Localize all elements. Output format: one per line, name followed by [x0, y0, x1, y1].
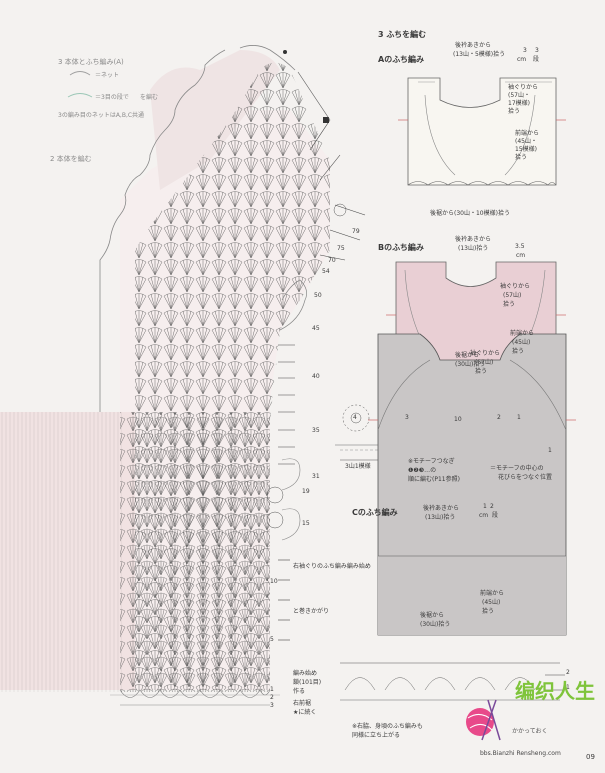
legend-three-stitch: ＝3目の段で [95, 94, 129, 101]
body-section-title: 2 本体を編む [50, 155, 92, 163]
legend-net-common: 3の編み目のネットはA,B,C共通 [58, 112, 145, 119]
panel-c-front-1: 前端から [480, 590, 505, 597]
panel-c-front-2: (45山) [482, 599, 501, 606]
panel-c-size-unit: cm [479, 512, 489, 519]
edge-section-title: 3 ふちを編む [378, 30, 427, 39]
row-number: 79 [352, 228, 360, 235]
start-note-2: 鎖(101目) [293, 679, 322, 686]
motif-number: 1 [517, 414, 521, 421]
panel-a-front-2: (45山・ [515, 138, 537, 145]
legend-three-stitch-b: を編む [140, 94, 159, 101]
legend-net: ＝ネット [95, 72, 120, 79]
yarn-ball-icon [466, 699, 501, 741]
panel-c-size-2: 2 [490, 503, 494, 510]
panel-b-armhole-3: 拾う [503, 301, 516, 308]
panel-c-bottom-2: (30山)拾う [420, 621, 451, 628]
row-number: 1 [270, 686, 274, 693]
motif-number: 2 [497, 414, 501, 421]
row-number: 5 [270, 636, 274, 643]
motif-number: 4 [353, 414, 357, 421]
panel-a-top: 後衿あきから [455, 42, 492, 49]
panel-b-top: 後衿あきから [455, 236, 492, 243]
panel-b-label: Bのふち編み [378, 243, 424, 252]
panel-a-armhole-1: 袖ぐりから [508, 84, 539, 91]
panel-a-rows-count-unit: 段 [533, 56, 540, 63]
watermark-url: bbs.Bianzhi Rensheng.com [480, 750, 561, 757]
panel-c-note-1: ※右脇、身頃のふち編みも [352, 723, 423, 730]
front-hem-note-2: ★に続く [293, 709, 317, 716]
motif-number: 10 [454, 416, 462, 423]
armhole-start-note: 右袖ぐりのふち編み編み始め [293, 563, 371, 570]
row-number: 2 [270, 694, 274, 701]
panel-c-top-2: (13山)拾う [425, 514, 456, 521]
front-hem-note: 右前裾 [293, 700, 312, 707]
row-number: 75 [337, 245, 345, 252]
motif-note-1: ※モチーフつなぎ [408, 458, 455, 465]
panel-c-label: Cのふち編み [352, 508, 398, 517]
panel-b-size: 3.5 [515, 243, 525, 250]
motif-repeat-label: 3山1模様 [345, 463, 371, 470]
center-note-2: 花びらをつなぐ位置 [498, 474, 553, 481]
panel-b-size-unit: cm [516, 252, 526, 259]
start-note-3: 作る [293, 688, 306, 695]
row-number: 50 [314, 292, 322, 299]
start-note-1: 編み始め [293, 670, 318, 677]
left-notes-title: 3 本体とふち編み(A) [58, 58, 124, 66]
panel-a-bottom: 後裾から(30山・10模様)拾う [430, 210, 510, 217]
panel-a-rows-unit: cm [517, 56, 527, 63]
row-number: 40 [312, 373, 320, 380]
panel-c-armhole-3: 拾う [475, 368, 488, 375]
panel-c-size: 1 [483, 503, 487, 510]
panel-a-armhole-3: 17模様) [508, 100, 530, 107]
row-number: 10 [270, 578, 278, 585]
panel-b-front-1: 前端から [510, 330, 535, 337]
panel-b-armhole-2: (57山) [503, 292, 522, 299]
motif-note-2: ❶❷❸…の [408, 467, 437, 474]
panel-b-armhole-1: 袖ぐりから [500, 283, 531, 290]
motif-note-3: 順に編む(P11参照) [408, 476, 460, 483]
panel-b-top-2: (13山)拾う [458, 245, 489, 252]
panel-b-bottom-2: (30山)拾う [455, 361, 486, 368]
panel-b-front-2: (45山) [512, 339, 531, 346]
watermark-small: かかっておく [512, 728, 548, 735]
row-number: 3 [270, 702, 274, 709]
panel-c-row-2: 2 [566, 669, 570, 676]
panel-a-top-2: (13山・5模様)拾う [453, 51, 506, 58]
gather-note: と巻きかがり [293, 608, 330, 615]
panel-c-bottom-1: 後裾から [420, 612, 445, 619]
panel-a-front-1: 前端から [515, 130, 540, 137]
panel-c-top-1: 後衿あきから [423, 505, 460, 512]
panel-a-rows-count: 3 [535, 47, 539, 54]
panel-a-front-4: 拾う [515, 154, 528, 161]
center-note-1: ＝モチーフの中心の [490, 465, 544, 472]
panel-a-armhole-2: (57山・ [508, 92, 530, 99]
row-number: 70 [328, 257, 336, 264]
page-number: 09 [586, 753, 595, 761]
panel-b-bottom-1: 後裾から [455, 352, 480, 359]
panel-a-rows: 3 [523, 47, 527, 54]
row-number: 45 [312, 325, 320, 332]
row-number: 31 [312, 473, 320, 480]
watermark-title: 编织人生 [515, 679, 595, 703]
motif-row-marker: 1 [548, 447, 552, 454]
row-number: 54 [322, 268, 330, 275]
site-watermark: 编织人生 かかっておく bbs.Bianzhi Rensheng.com [460, 680, 600, 760]
panel-c-armhole-2: (57山) [475, 359, 494, 366]
panel-a-armhole-4: 拾う [508, 108, 521, 115]
motif-number: 3 [405, 414, 409, 421]
panel-c-armhole-1: 袖ぐりから [470, 350, 501, 357]
panel-c-row-1: 1 [566, 684, 570, 691]
panel-c-note-2: 同様に立ち上がる [352, 732, 401, 739]
row-number: 19 [302, 488, 310, 495]
panel-b-front-3: 拾う [512, 348, 525, 355]
panel-c-front-3: 拾う [482, 608, 495, 615]
panel-a-label: Aのふち編み [378, 55, 424, 64]
row-number: 15 [302, 520, 310, 527]
row-number: 35 [312, 427, 320, 434]
panel-c-size-unit-2: 段 [492, 512, 499, 519]
panel-a-front-3: 15模様) [515, 146, 537, 153]
